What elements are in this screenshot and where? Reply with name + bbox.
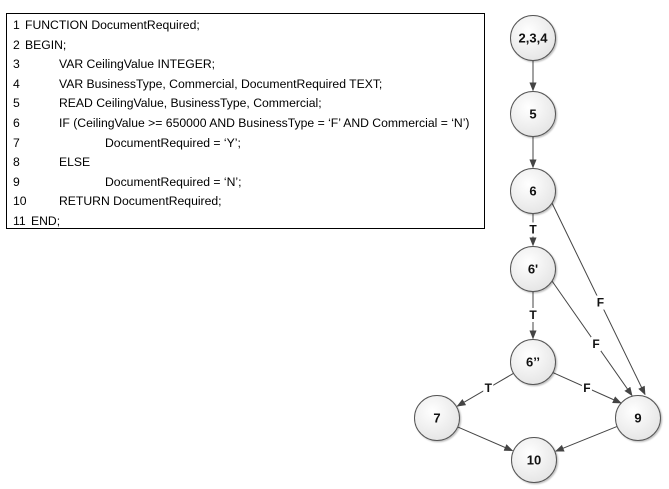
node-n7: 7 <box>414 395 460 441</box>
node-n234: 2,3,4 <box>510 15 556 61</box>
code-line: 11 END; <box>7 212 484 232</box>
line-text: VAR CeilingValue INTEGER; <box>59 57 216 72</box>
node-n5: 5 <box>510 91 556 137</box>
node-label: 10 <box>527 453 541 468</box>
nodes: 2,3,4 5 6 6' 6’’ 7 9 10 <box>414 15 661 483</box>
edge-label-background <box>483 381 494 396</box>
node-circle <box>510 168 556 214</box>
code-line: 10 RETURN DocumentRequired; <box>7 192 484 212</box>
node-n6b: 6’’ <box>510 339 556 385</box>
node-label: 2,3,4 <box>519 31 549 46</box>
line-text: BEGIN; <box>25 37 67 52</box>
code-line: 4 VAR BusinessType, Commercial, DocumentR… <box>7 75 484 95</box>
edge-label: F <box>592 337 599 351</box>
node-label: 5 <box>529 107 536 122</box>
line-number: 11 <box>13 213 26 228</box>
line-text: DocumentRequired = ‘N’; <box>105 174 242 189</box>
edge-label: T <box>485 381 493 395</box>
node-circle <box>510 15 556 61</box>
line-text: FUNCTION DocumentRequired; <box>25 18 200 32</box>
code-line: 3 VAR CeilingValue INTEGER; <box>7 55 484 75</box>
node-label: 6' <box>528 262 538 277</box>
line-text: END; <box>31 213 61 228</box>
edge-label: T <box>529 308 537 322</box>
node-n6a: 6' <box>510 246 556 292</box>
node-circle <box>414 395 460 441</box>
node-label: 6 <box>529 184 536 199</box>
code-line: 5 READ CeilingValue, BusinessType, Commer… <box>7 94 484 114</box>
code-line: 1 FUNCTION DocumentRequired; <box>7 16 484 36</box>
line-text: DocumentRequired = ‘Y’; <box>105 135 241 150</box>
line-text: ELSE <box>59 155 91 170</box>
line-text: READ CeilingValue, BusinessType, Commerc… <box>59 96 322 111</box>
line-text: IF (CeilingValue >= 650000 AND BusinessT… <box>59 115 470 130</box>
node-circle <box>510 339 556 385</box>
node-label: 7 <box>433 411 440 426</box>
edge-label: F <box>583 381 590 395</box>
edge-label-background <box>595 295 606 310</box>
line-number: 1 <box>13 18 20 32</box>
line-number: 8 <box>13 155 20 170</box>
edge-labels: T F T F T F <box>483 222 606 396</box>
edge-label-background <box>528 308 538 322</box>
line-text: RETURN DocumentRequired; <box>59 194 222 209</box>
line-number: 6 <box>13 115 20 130</box>
code-line: 9 DocumentRequired = ‘N’; <box>7 173 484 193</box>
node-circle <box>510 246 556 292</box>
line-number: 10 <box>13 194 27 209</box>
code-line: 6 IF (CeilingValue >= 650000 AND Business… <box>7 114 484 134</box>
edge-n9-n10 <box>554 425 618 452</box>
line-number: 5 <box>13 96 20 111</box>
node-circle <box>510 91 556 137</box>
code-line: 2 BEGIN; <box>7 36 484 56</box>
node-n9: 9 <box>615 395 661 441</box>
node-circle <box>615 395 661 441</box>
line-number: 3 <box>13 57 20 72</box>
node-label: 6’’ <box>526 355 540 370</box>
line-text: VAR BusinessType, Commercial, DocumentRe… <box>59 76 383 91</box>
node-n6: 6 <box>510 168 556 214</box>
line-number: 7 <box>13 135 20 150</box>
code-line: 7 DocumentRequired = ‘Y’; <box>7 134 484 154</box>
line-number: 9 <box>13 174 20 189</box>
edge-label-background <box>581 380 592 395</box>
edge-n7-n10 <box>457 426 514 452</box>
edge-label-background <box>591 336 601 351</box>
node-label: 9 <box>634 411 641 426</box>
line-number: 2 <box>13 37 20 52</box>
node-n10: 10 <box>511 437 557 483</box>
code-line: 8 ELSE <box>7 153 484 173</box>
edge-label-background <box>528 222 538 237</box>
edge-label: F <box>597 296 604 310</box>
edge-label: T <box>529 223 537 237</box>
node-circle <box>511 437 557 483</box>
line-number: 4 <box>13 76 20 91</box>
